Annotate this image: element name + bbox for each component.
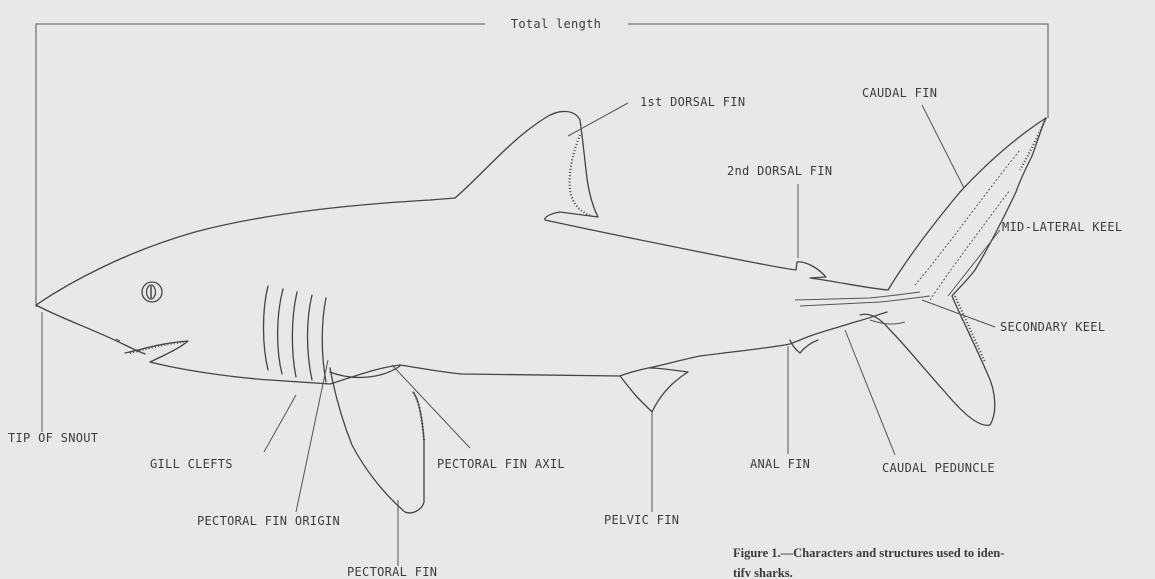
label-caudal-fin: CAUDAL FIN: [862, 86, 937, 100]
dorsal-profile: [36, 111, 888, 305]
label-caudal-peduncle: CAUDAL PEDUNCLE: [882, 461, 995, 475]
label-pectoral-fin-axil: PECTORAL FIN AXIL: [437, 457, 565, 471]
total-length-bracket: Total length: [36, 17, 1048, 307]
label-pectoral-fin: PECTORAL FIN: [347, 565, 437, 579]
snout-underside: [36, 305, 145, 354]
pelvic-fin: [620, 368, 688, 412]
caption-line-1: Figure 1.—Characters and structures used…: [733, 546, 1004, 560]
label-mid-lateral-keel: MID-LATERAL KEEL: [1002, 220, 1122, 234]
label-anal-fin: ANAL FIN: [750, 457, 810, 471]
labels: 1st DORSAL FIN CAUDAL FIN 2nd DORSAL FIN…: [8, 86, 1122, 579]
figure-caption: Figure 1.—Characters and structures used…: [733, 543, 1153, 577]
caption-line-2: tify sharks.: [733, 563, 1153, 577]
gill-clefts: [264, 286, 327, 382]
pectoral-fin: [330, 366, 424, 513]
caudal-fin: [795, 118, 1046, 425]
label-pectoral-fin-origin: PECTORAL FIN ORIGIN: [197, 514, 340, 528]
ventral-profile: [150, 312, 887, 384]
leader-lines: [42, 103, 1000, 566]
label-tip-of-snout: TIP OF SNOUT: [8, 431, 98, 445]
label-secondary-keel: SECONDARY KEEL: [1000, 320, 1105, 334]
label-pelvic-fin: PELVIC FIN: [604, 513, 679, 527]
label-first-dorsal-fin: 1st DORSAL FIN: [640, 95, 745, 109]
shark-outline: [36, 111, 888, 384]
label-second-dorsal-fin: 2nd DORSAL FIN: [727, 164, 832, 178]
label-gill-clefts: GILL CLEFTS: [150, 457, 233, 471]
eye: [142, 282, 162, 302]
first-dorsal-fin-edge: [570, 135, 592, 216]
mouth: [125, 341, 188, 362]
total-length-label: Total length: [511, 17, 601, 31]
